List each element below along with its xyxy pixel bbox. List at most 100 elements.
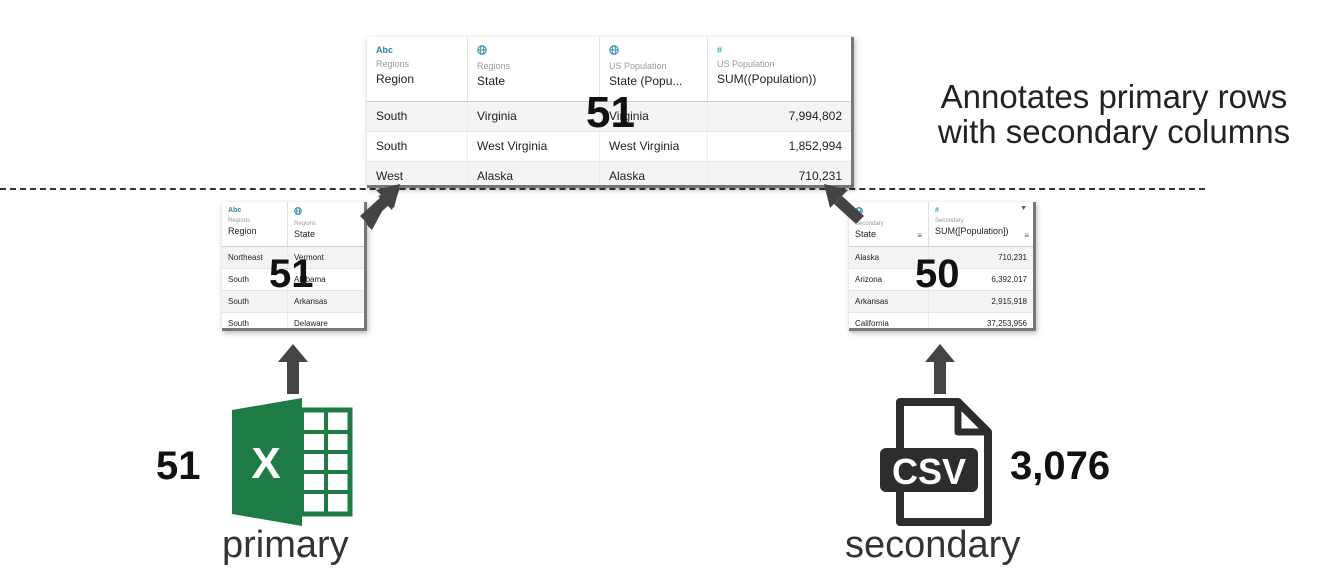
table-row: South Delaware — [222, 313, 364, 328]
column-source: Regions — [228, 218, 251, 224]
table-cell: Alaska — [600, 162, 708, 185]
primary-source-count: 51 — [156, 444, 201, 488]
number-type-icon: # — [717, 45, 723, 55]
column-source: Secondary — [935, 218, 964, 224]
table-row: Alaska 710,231 — [849, 247, 1033, 269]
secondary-caption: secondary — [845, 524, 1021, 566]
arrow-secondary-to-result — [824, 184, 864, 224]
globe-icon — [294, 207, 364, 217]
column-field: Region — [376, 72, 415, 86]
table-body: Northeast Vermont South Alabama South Ar… — [222, 247, 364, 328]
column-field: State (Popu... — [609, 74, 683, 88]
column-header-state-population[interactable]: US Population State (Popu... — [600, 37, 708, 101]
table-cell: Alaska — [468, 162, 600, 185]
table-cell: Arkansas — [294, 297, 328, 306]
table-cell: South — [367, 132, 468, 161]
excel-icon-letter: X — [251, 439, 280, 488]
table-row: California 37,253,956 — [849, 313, 1033, 328]
table-body: South Virginia Virginia 7,994,802 South … — [367, 102, 851, 185]
table-cell: Northeast — [222, 247, 288, 268]
table-cell: California — [849, 313, 929, 328]
globe-icon — [609, 45, 707, 57]
table-row: Northeast Vermont — [222, 247, 364, 269]
table-row: West Alaska Alaska 710,231 — [367, 162, 851, 185]
csv-icon-text: CSV — [892, 451, 966, 492]
column-source: US Population — [609, 61, 667, 71]
table-cell: Arizona — [849, 269, 929, 290]
table-cell: Alaska — [849, 247, 929, 268]
annotation-text: Annotates primary rows with secondary co… — [910, 79, 1318, 149]
column-header-sum-population[interactable]: # Secondary SUM([Population]) ▼ ≡ — [929, 202, 1033, 246]
table-row: South Alabama — [222, 269, 364, 291]
primary-table-row-count: 51 — [269, 252, 314, 296]
secondary-source-count: 3,076 — [1010, 444, 1111, 488]
table-cell: South — [222, 269, 288, 290]
sort-icon[interactable]: ≡ — [917, 231, 922, 240]
column-field: SUM([Population]) — [935, 226, 1009, 236]
table-cell: West Virginia — [468, 132, 600, 161]
table-cell: Virginia — [468, 102, 600, 131]
table-cell: West Virginia — [600, 132, 708, 161]
table-cell: Arkansas — [849, 291, 929, 312]
table-cell: 37,253,956 — [986, 319, 1027, 328]
column-source: Regions — [376, 59, 410, 69]
table-cell: Delaware — [294, 319, 328, 328]
column-header-sum-population[interactable]: # US Population SUM((Population)) — [708, 37, 851, 101]
table-row: Arizona 6,392,017 — [849, 269, 1033, 291]
column-header-region[interactable]: Abc Regions Region — [222, 202, 288, 246]
column-header-region[interactable]: Abc Regions Region — [367, 37, 468, 101]
annotation-line-1: Annotates primary rows — [940, 78, 1288, 115]
joined-result-table: Abc Regions Region Regions State US Popu… — [367, 37, 854, 188]
column-field: SUM((Population)) — [717, 72, 817, 86]
primary-table: Abc Regions Region Regions State Northea… — [222, 202, 367, 331]
table-cell: 6,392,017 — [991, 275, 1027, 284]
arrow-up-primary — [278, 344, 308, 394]
table-cell: South — [222, 291, 288, 312]
column-source: Regions — [294, 221, 317, 227]
table-cell: 2,915,918 — [991, 297, 1027, 306]
table-row: South West Virginia West Virginia 1,852,… — [367, 132, 851, 162]
csv-file-icon: CSV — [880, 398, 992, 526]
table-row: South Virginia Virginia 7,994,802 — [367, 102, 851, 132]
column-field: Region — [228, 226, 257, 236]
table-header: Abc Regions Region Regions State — [222, 202, 364, 247]
globe-icon — [477, 45, 599, 57]
table-body: Alaska 710,231 Arizona 6,392,017 Arkansa… — [849, 247, 1033, 328]
primary-caption: primary — [222, 524, 349, 566]
annotation-line-2: with secondary columns — [937, 113, 1291, 150]
table-header: Secondary State ≡ # Secondary SUM([Popul… — [849, 202, 1033, 247]
top-table-row-count: 51 — [586, 88, 635, 137]
table-cell: West — [367, 162, 468, 185]
table-cell: Vermont — [294, 253, 324, 262]
table-cell: 1,852,994 — [788, 139, 842, 153]
column-field: State — [855, 229, 877, 239]
table-cell: Alabama — [294, 275, 326, 284]
secondary-table: Secondary State ≡ # Secondary SUM([Popul… — [849, 202, 1036, 331]
table-cell: 710,231 — [798, 169, 842, 183]
table-header: Abc Regions Region Regions State US Popu… — [367, 37, 851, 102]
string-type-icon: Abc — [228, 207, 242, 214]
excel-icon: X — [232, 398, 353, 526]
table-cell: South — [222, 313, 288, 328]
table-cell: 7,994,802 — [788, 109, 842, 123]
column-field: State — [477, 74, 506, 88]
dashed-divider — [0, 188, 1205, 190]
number-type-icon: # — [935, 207, 939, 214]
column-header-state[interactable]: Regions State — [288, 202, 364, 246]
table-row: South Arkansas — [222, 291, 364, 313]
dropdown-arrow-icon[interactable]: ▼ — [1020, 205, 1027, 212]
column-source: Secondary — [855, 221, 884, 227]
column-field: State — [294, 229, 316, 239]
column-source: Regions — [477, 61, 511, 71]
secondary-table-row-count: 50 — [915, 252, 960, 296]
column-source: US Population — [717, 59, 775, 69]
arrow-up-secondary — [925, 344, 955, 394]
table-cell: Virginia — [600, 102, 708, 131]
table-cell: South — [367, 102, 468, 131]
string-type-icon: Abc — [376, 45, 394, 55]
table-row: Arkansas 2,915,918 — [849, 291, 1033, 313]
column-header-state[interactable]: Regions State — [468, 37, 600, 101]
sort-icon[interactable]: ≡ — [1024, 231, 1029, 240]
table-cell: 710,231 — [998, 253, 1027, 262]
arrow-primary-to-result — [360, 184, 400, 230]
